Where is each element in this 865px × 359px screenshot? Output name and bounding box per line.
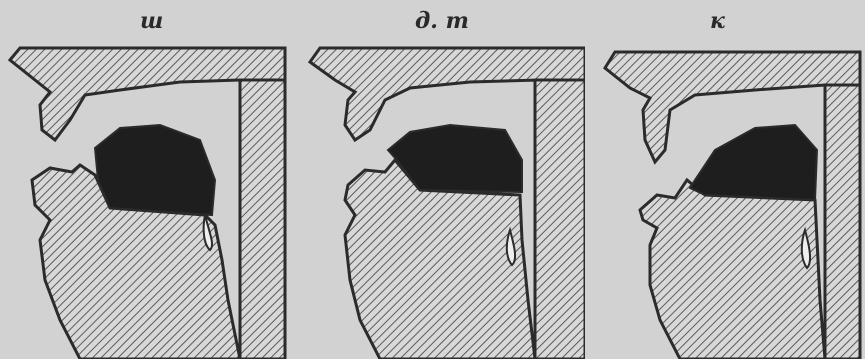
lower-jaw (640, 180, 825, 359)
vocal-tract-profile (595, 0, 865, 359)
oral-cavity (95, 125, 215, 215)
oral-cavity (690, 125, 817, 200)
vocal-tract-profile (0, 0, 290, 359)
pharynx-wall (535, 80, 585, 359)
panel-d-t: д. т (300, 0, 585, 359)
vocal-tract-profile (300, 0, 585, 359)
pharynx-wall (825, 85, 860, 359)
pharynx-wall (240, 80, 285, 359)
panel-k: к (595, 0, 865, 359)
panel-sh: ш (0, 0, 290, 359)
